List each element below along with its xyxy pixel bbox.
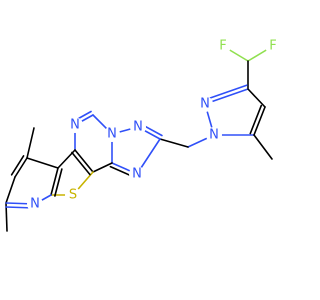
atom-f1: F (215, 38, 231, 54)
svg-text:N: N (107, 127, 117, 142)
atom-n-pyrimidine: N (67, 117, 83, 133)
bond-C5-C4 (253, 106, 266, 136)
atom-n-pyridine: N (27, 196, 43, 212)
double-bond-C6-C9 (71, 151, 91, 176)
bond-Cr-Cq (5, 176, 16, 204)
atom-n-triazole-bridge: N (104, 126, 120, 142)
atom-s-thiophene: S (65, 187, 81, 203)
double-bond-C4-C5 (249, 104, 263, 135)
bond-C4-C3 (247, 88, 266, 108)
svg-text:N: N (200, 97, 210, 112)
atom-n-triazole-top: N (130, 119, 146, 135)
atom-n-triazole-low: N (129, 166, 145, 182)
svg-text:F: F (269, 39, 276, 54)
atom-layer: F F N N N N N N (27, 38, 281, 212)
bond-Cm-Cr (14, 157, 28, 178)
svg-text:N: N (133, 120, 143, 135)
bond-C6-C9 (74, 149, 94, 173)
svg-text:S: S (69, 188, 77, 203)
svg-text:N: N (70, 118, 80, 133)
double-bond-Cm-Cr (10, 155, 25, 176)
bond-C9-Cf (92, 162, 113, 173)
bond-Cth-C7 (50, 167, 59, 196)
svg-text:N: N (209, 128, 219, 143)
svg-text:N: N (30, 197, 40, 212)
atom-f2: F (265, 38, 281, 54)
molecule-structure: F F N N N N N N (5, 38, 281, 232)
bond-layer (5, 45, 274, 232)
atom-n-pyrazole-2: N (197, 96, 213, 112)
double-bond-Cth-C7 (54, 168, 63, 197)
svg-text:F: F (219, 39, 226, 54)
double-bond-C3-N2 (202, 84, 248, 102)
bond-Cm-Me1 (26, 127, 35, 159)
bond-CH2-Ct (159, 138, 189, 148)
bond-C5-Me5 (253, 134, 273, 160)
svg-text:N: N (132, 167, 142, 182)
bond-C7-Cm (26, 157, 59, 169)
atom-n-pyrazole-1: N (206, 127, 222, 143)
